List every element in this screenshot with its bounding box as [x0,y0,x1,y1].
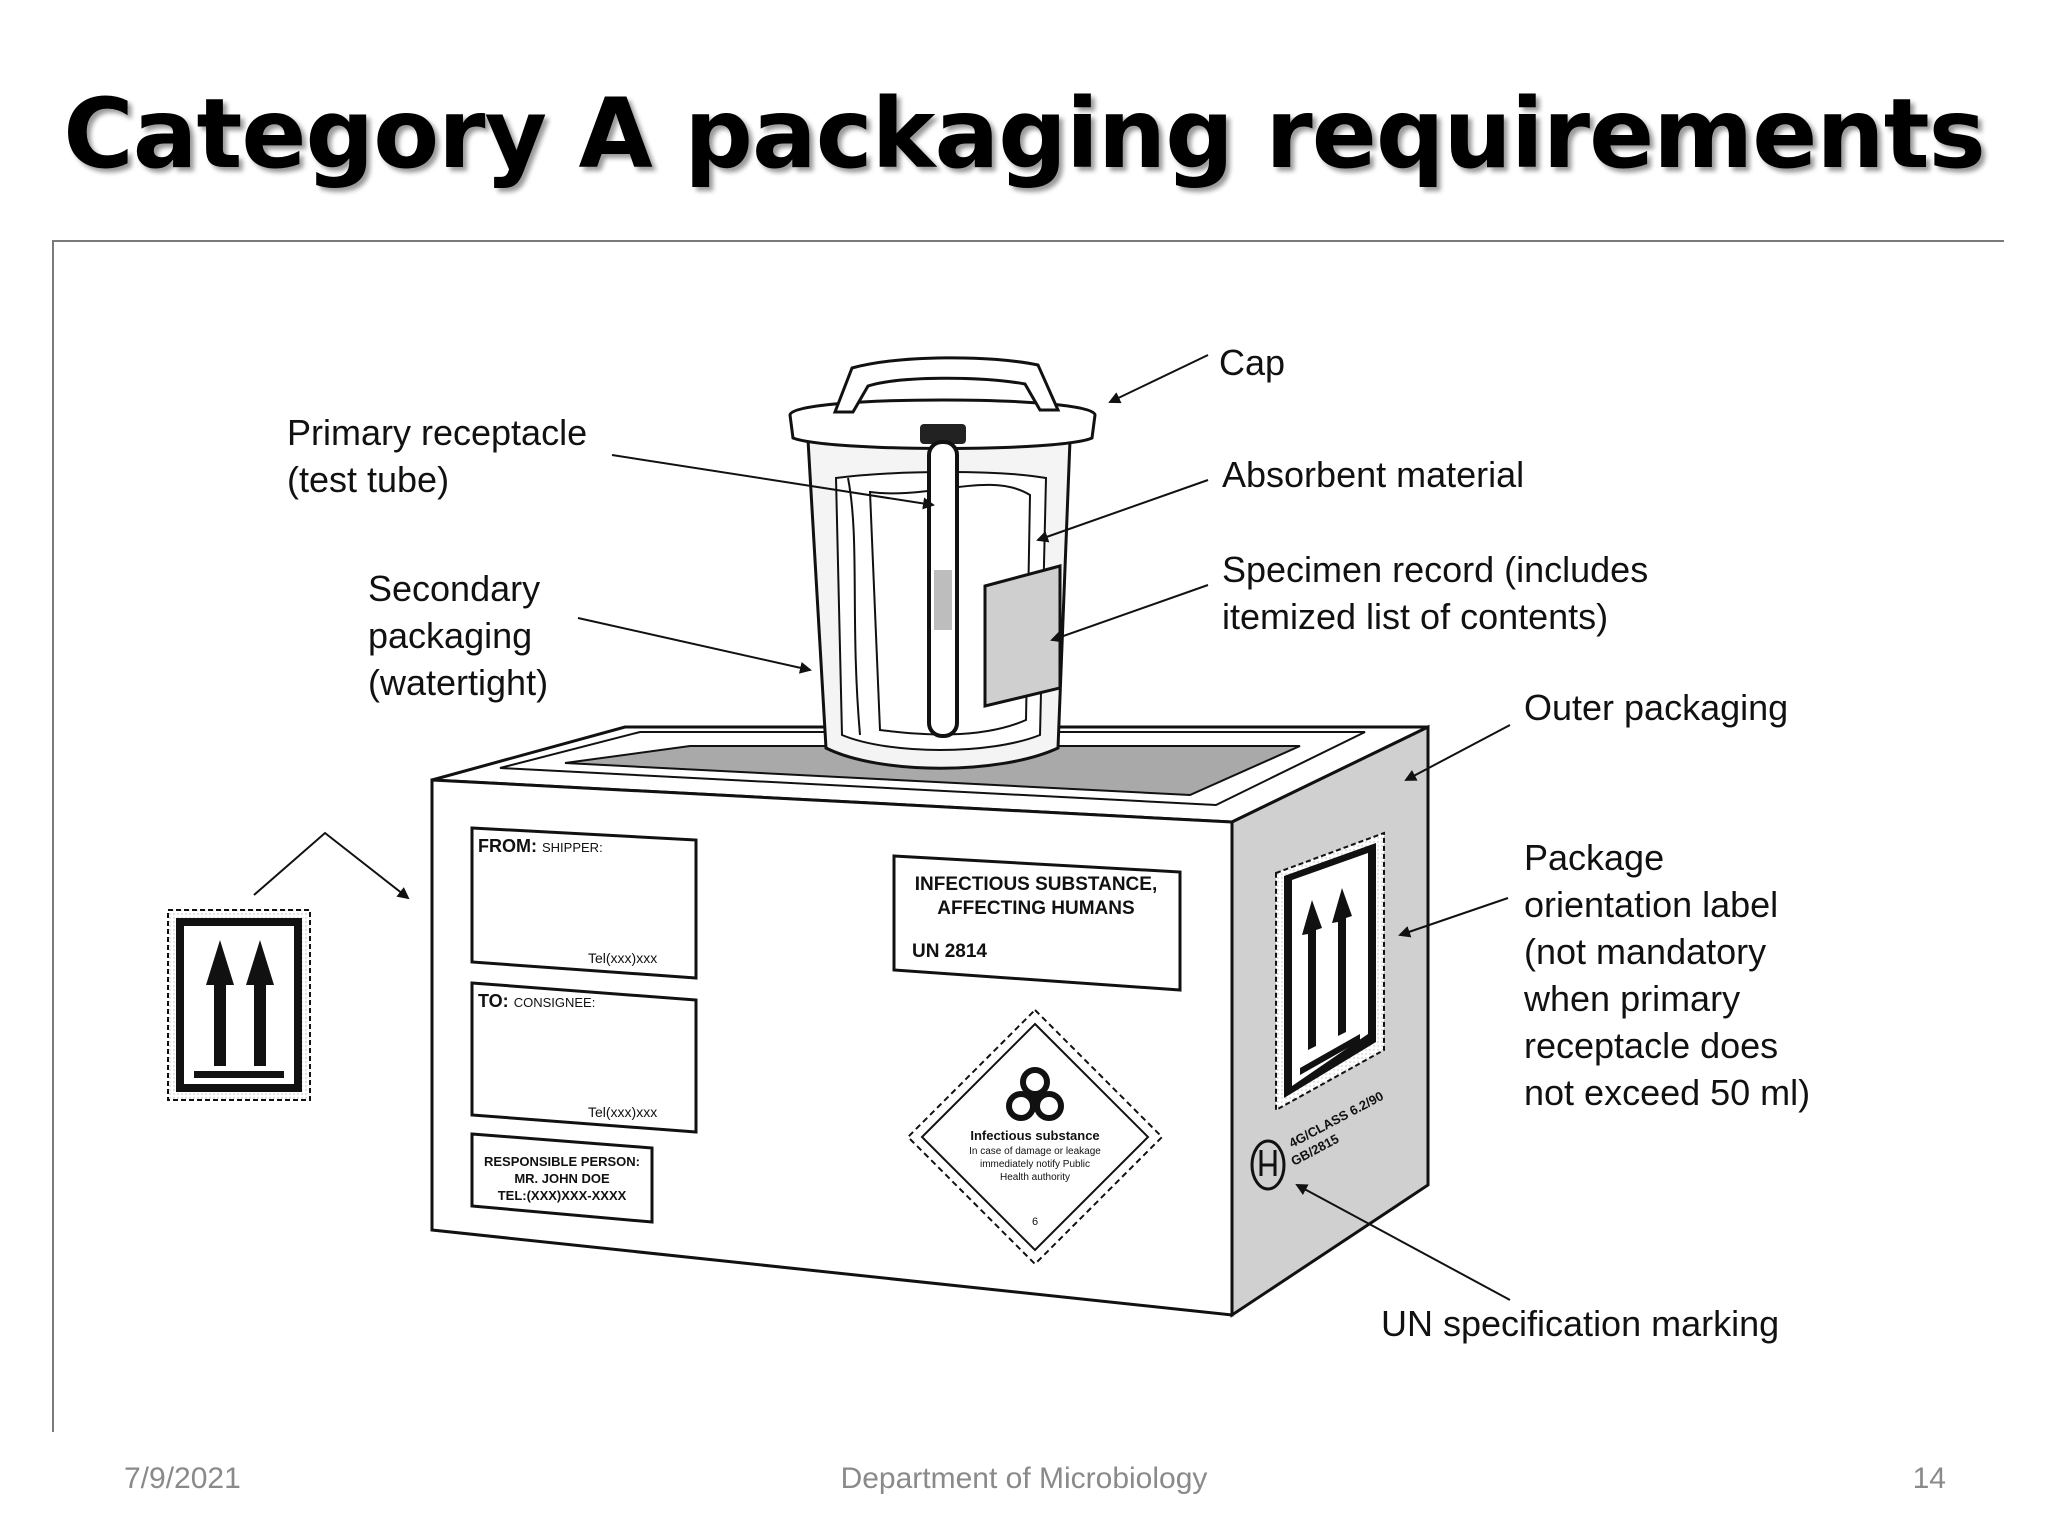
callout-orientation-line3: (not mandatory [1524,931,1766,972]
from-address-box: FROM: SHIPPER: Tel(xxx)xxx [470,826,698,980]
up-arrows-icon-large [194,940,284,1078]
callout-outer: Outer packaging [1524,687,1788,728]
callout-secondary-line1: Secondary [368,568,540,609]
up-arrows-icon [1300,888,1360,1075]
diagram-frame [52,240,2004,1432]
to-tel: Tel(xxx)xxx [588,1104,657,1120]
resp-line1: RESPONSIBLE PERSON: [484,1154,640,1169]
callout-secondary-line3: (watertight) [368,662,548,703]
side-orientation-label [1275,831,1385,1112]
orientation-pointer [253,831,410,900]
callout-orientation-line6: not exceed 50 ml) [1524,1072,1810,1113]
diamond-line3: immediately notify Public [980,1159,1090,1170]
callout-absorbent: Absorbent material [1222,454,1524,495]
diamond-line2: In case of damage or leakage [969,1146,1101,1157]
callout-orientation-line1: Package [1524,837,1664,878]
infect-un: UN 2814 [912,941,987,962]
infectious-substance-label: INFECTIOUS SUBSTANCE, AFFECTING HUMANS U… [892,854,1182,992]
un-symbol-icon [1250,1139,1286,1191]
resp-line2: MR. JOHN DOE [514,1171,610,1186]
from-label: FROM: [478,836,537,856]
from-tel: Tel(xxx)xxx [588,950,657,966]
from-sub: SHIPPER: [542,840,603,855]
to-address-box: TO: CONSIGNEE: Tel(xxx)xxx [470,981,698,1134]
callout-primary-line2: (test tube) [287,459,449,500]
biohazard-icon [1006,1067,1064,1121]
test-tube [920,424,966,738]
callout-cap: Cap [1219,342,1285,383]
callout-un-marking: UN specification marking [1381,1303,1779,1344]
to-sub: CONSIGNEE: [514,995,596,1010]
diamond-line4: Health authority [1000,1172,1070,1183]
orientation-label-example [167,909,311,1101]
diamond-class: 6 [1032,1216,1038,1228]
callout-primary-line1: Primary receptacle [287,412,587,453]
responsible-person-box: RESPONSIBLE PERSON: MR. JOHN DOE TEL:(XX… [470,1132,654,1224]
biohazard-diamond-label: Infectious substance In case of damage o… [906,1008,1164,1266]
leader-lines [577,354,1511,1301]
to-label: TO: [478,991,509,1011]
infect-line2: AFFECTING HUMANS [937,898,1134,919]
resp-line3: TEL:(XXX)XXX-XXXX [498,1188,627,1203]
callout-specimen-line2: itemized list of contents) [1222,596,1608,637]
svg-text:FROM: SHIPPER:: FROM: SHIPPER: [478,836,603,856]
svg-text:TO: CONSIGNEE:: TO: CONSIGNEE: [478,991,595,1011]
callout-secondary-line2: packaging [368,615,532,656]
callout-orientation-line5: receptacle does [1524,1025,1778,1066]
callout-specimen-line1: Specimen record (includes [1222,549,1648,590]
footer-date: 7/9/2021 [124,1462,241,1495]
diamond-line1: Infectious substance [970,1128,1099,1143]
callout-orientation-line4: when primary [1523,978,1740,1019]
footer-department: Department of Microbiology [840,1462,1208,1495]
slide-title: Category A packaging requirements [63,78,1986,190]
footer-page-number: 14 [1912,1462,1946,1495]
callout-orientation-line2: orientation label [1524,884,1778,925]
infect-line1: INFECTIOUS SUBSTANCE, [915,874,1157,895]
